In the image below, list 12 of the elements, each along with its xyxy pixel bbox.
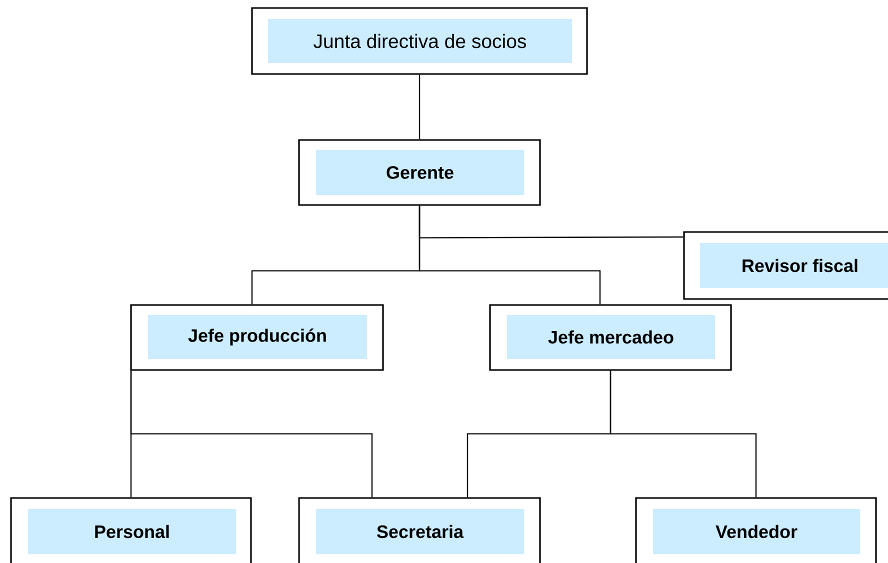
- connector-line: [610, 370, 757, 498]
- org-box: Junta directiva de socios: [251, 7, 588, 75]
- org-box: Revisor fiscal: [683, 231, 888, 300]
- connector-line: [418, 74, 420, 140]
- org-box: Secretaria: [298, 497, 541, 563]
- org-box: Jefe mercadeo: [489, 304, 732, 371]
- org-box: Jefe producción: [130, 304, 384, 371]
- connector-line: [418, 206, 601, 304]
- connector-line: [130, 370, 373, 498]
- org-box: Personal: [10, 497, 252, 563]
- org-box: Gerente: [298, 139, 541, 206]
- org-box: Vendedor: [635, 497, 877, 563]
